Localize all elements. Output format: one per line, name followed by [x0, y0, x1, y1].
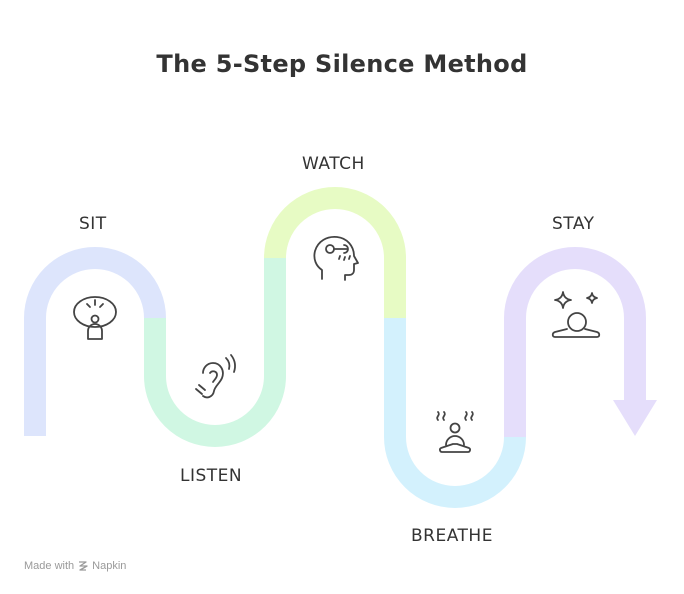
step-label-listen: LISTEN	[180, 466, 243, 486]
step-label-breathe: BREATHE	[411, 526, 493, 546]
head-thought-icon	[313, 236, 359, 281]
segment-breathe	[384, 318, 526, 508]
breathing-person-icon	[436, 411, 474, 453]
step-label-stay: STAY	[552, 214, 595, 234]
segment-listen	[144, 258, 286, 447]
meditating-person-icon	[73, 296, 117, 340]
segment-watch	[264, 187, 406, 318]
segment-sit	[24, 247, 166, 436]
napkin-logo-icon	[79, 561, 88, 571]
ear-icon	[195, 354, 236, 399]
step-label-watch: WATCH	[302, 154, 365, 174]
footer-brand: Napkin	[92, 560, 127, 572]
segment-stay	[504, 247, 646, 437]
diagram-title: The 5-Step Silence Method	[156, 50, 528, 78]
footer-prefix: Made with	[24, 560, 75, 572]
step-label-sit: SIT	[79, 214, 107, 234]
footer-attribution: Made with Napkin	[24, 560, 126, 572]
arrow-head	[613, 400, 657, 436]
sparkle-meditation-icon	[551, 291, 601, 338]
